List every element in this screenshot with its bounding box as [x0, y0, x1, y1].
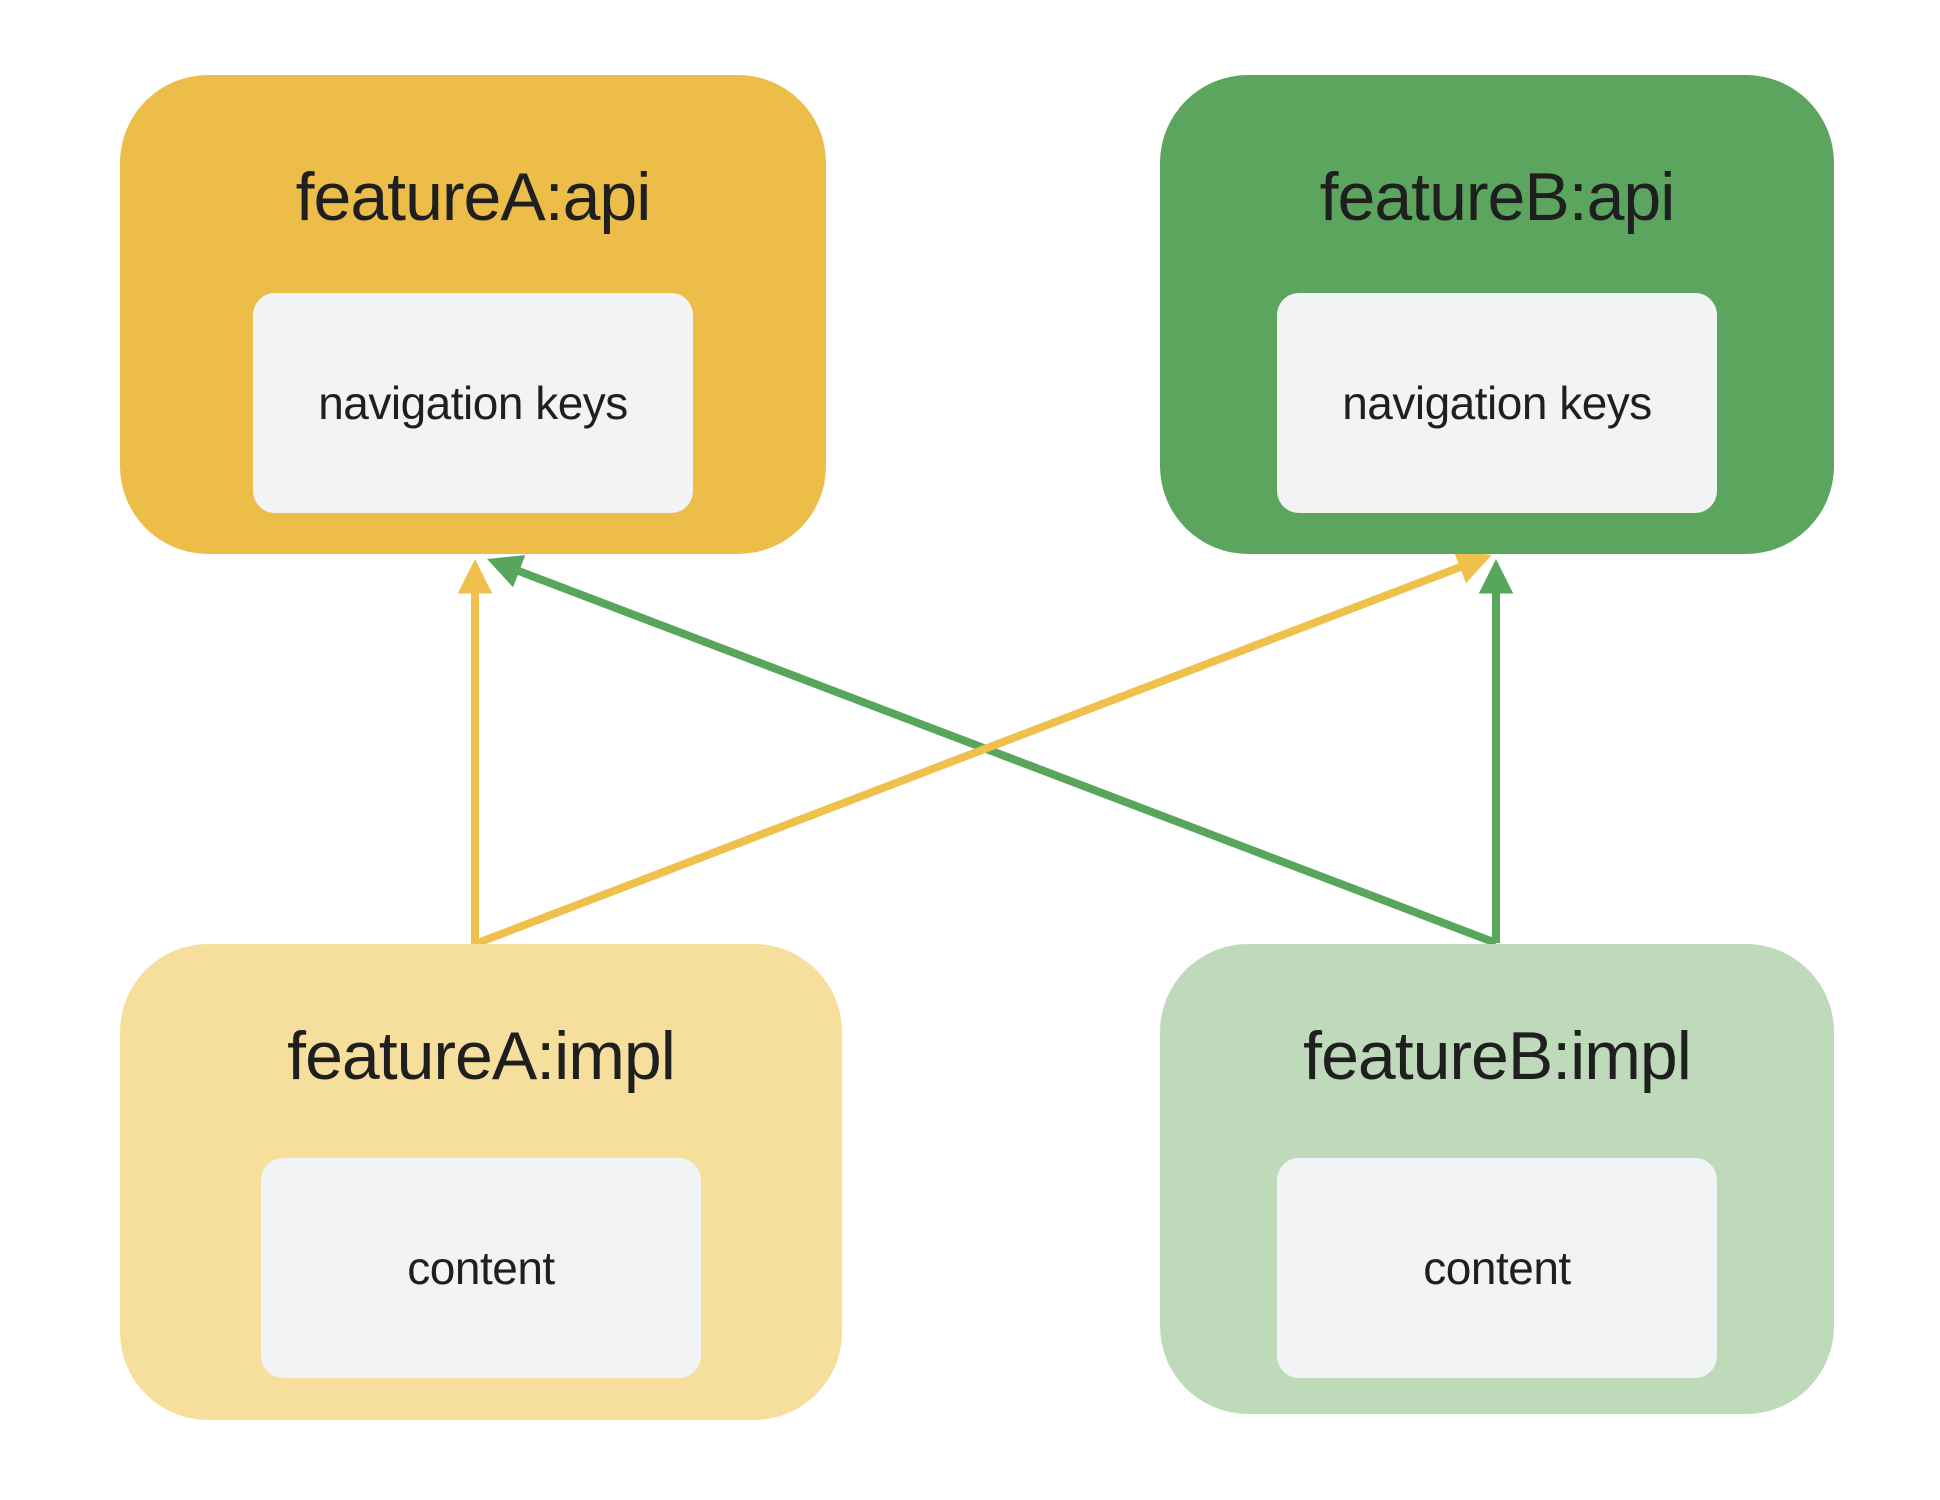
- node-featureA-api-inner-label: navigation keys: [318, 377, 628, 429]
- node-featureA-api: featureA:api navigation keys: [120, 75, 826, 554]
- node-featureA-impl-inner-label: content: [407, 1242, 555, 1294]
- node-featureB-api-inner-box: navigation keys: [1277, 293, 1717, 513]
- node-featureB-impl-inner-box: content: [1277, 1158, 1717, 1378]
- node-featureA-impl-inner-box: content: [261, 1158, 701, 1378]
- node-featureA-api-title: featureA:api: [295, 159, 652, 235]
- node-featureB-impl-inner-label: content: [1423, 1242, 1571, 1294]
- node-featureA-impl-title: featureA:impl: [287, 1018, 676, 1094]
- node-featureB-impl-title: featureB:impl: [1303, 1018, 1692, 1094]
- node-featureB-api-inner-label: navigation keys: [1342, 377, 1652, 429]
- node-featureB-api-title: featureB:api: [1319, 159, 1676, 235]
- node-featureB-impl: featureB:impl content: [1160, 944, 1834, 1414]
- node-featureB-api: featureB:api navigation keys: [1160, 75, 1834, 554]
- node-featureA-impl: featureA:impl content: [120, 944, 842, 1420]
- arrow-featureBimpl-to-featureAapi: [487, 555, 1498, 947]
- arrow-featureAimpl-to-featureBapi: [473, 551, 1492, 948]
- node-featureA-api-inner-box: navigation keys: [253, 293, 693, 513]
